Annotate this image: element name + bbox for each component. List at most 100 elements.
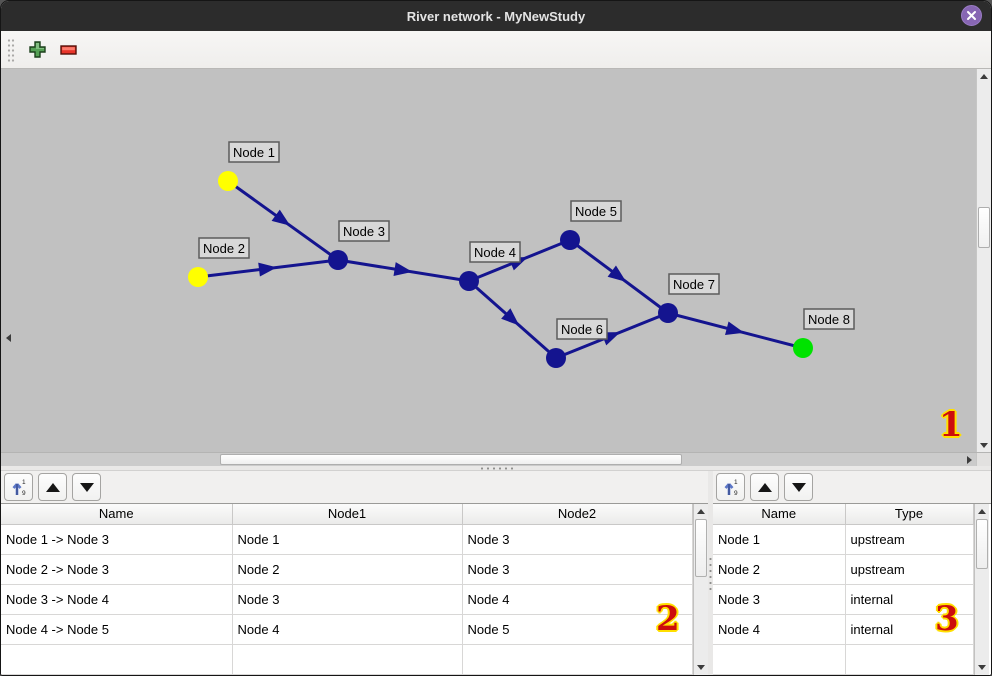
column-header[interactable]: Type bbox=[844, 504, 974, 525]
node-label[interactable]: Node 5 bbox=[570, 200, 622, 222]
move-node-down-button[interactable] bbox=[784, 473, 813, 501]
scroll-up-button[interactable] bbox=[694, 504, 708, 518]
horizontal-scroll-thumb[interactable] bbox=[220, 454, 682, 465]
canvas-horizontal-scrollbar[interactable] bbox=[1, 334, 991, 466]
table-cell[interactable]: Node 3 bbox=[461, 553, 693, 585]
close-button[interactable] bbox=[961, 5, 982, 26]
network-node[interactable] bbox=[218, 171, 238, 191]
node-label-box bbox=[803, 308, 855, 330]
close-icon bbox=[967, 11, 976, 20]
table-cell[interactable]: internal bbox=[844, 613, 974, 645]
horizontal-splitter[interactable] bbox=[1, 466, 991, 471]
node-label[interactable]: Node 2 bbox=[198, 237, 250, 259]
scroll-right-button[interactable] bbox=[962, 453, 976, 466]
column-header[interactable]: Name bbox=[713, 504, 846, 525]
network-node[interactable] bbox=[328, 250, 348, 270]
table-cell[interactable]: internal bbox=[844, 583, 974, 615]
network-node[interactable] bbox=[188, 267, 208, 287]
scroll-down-button[interactable] bbox=[975, 661, 989, 675]
node-label[interactable]: Node 1 bbox=[228, 141, 280, 163]
table-cell[interactable]: Node 2 -> Node 3 bbox=[1, 553, 233, 585]
table-cell[interactable]: Node 3 bbox=[713, 583, 846, 615]
scroll-thumb[interactable] bbox=[695, 519, 707, 577]
canvas-vertical-scrollbar[interactable] bbox=[976, 69, 991, 452]
down-arrow-icon bbox=[79, 482, 94, 492]
nodes-toolbar: 1 9 bbox=[713, 471, 991, 503]
column-header[interactable]: Node1 bbox=[231, 504, 463, 525]
table-cell[interactable]: Node 3 bbox=[231, 583, 463, 615]
up-arrow-icon bbox=[978, 508, 986, 514]
scroll-up-button[interactable] bbox=[977, 69, 991, 83]
network-node[interactable] bbox=[793, 338, 813, 358]
node-label[interactable]: Node 4 bbox=[469, 241, 521, 263]
network-node[interactable] bbox=[560, 230, 580, 250]
table-cell[interactable]: Node 4 -> Node 5 bbox=[1, 613, 233, 645]
table-cell[interactable]: Node 2 bbox=[231, 553, 463, 585]
node-label[interactable]: Node 7 bbox=[668, 273, 720, 295]
nodes-table-scrollbar[interactable] bbox=[974, 504, 989, 675]
edge-arrow-icon bbox=[501, 308, 520, 326]
titlebar[interactable]: River network - MyNewStudy bbox=[1, 1, 991, 31]
scroll-up-button[interactable] bbox=[975, 504, 989, 518]
move-node-up-button[interactable] bbox=[750, 473, 779, 501]
add-node-button[interactable] bbox=[25, 38, 49, 62]
node-label-box bbox=[228, 141, 280, 163]
table-cell[interactable]: Node 2 bbox=[713, 553, 846, 585]
table-cell[interactable]: Node 1 bbox=[713, 523, 846, 555]
column-header[interactable]: Name bbox=[1, 504, 233, 525]
table-cell bbox=[713, 643, 846, 675]
table-cell[interactable]: Node 1 bbox=[231, 523, 463, 555]
scroll-left-button[interactable] bbox=[1, 1, 15, 675]
table-cell[interactable]: Node 4 bbox=[461, 583, 693, 615]
column-header[interactable]: Node2 bbox=[461, 504, 693, 525]
links-table-scrollbar[interactable] bbox=[693, 504, 708, 675]
remove-node-button[interactable] bbox=[57, 38, 81, 62]
node-label[interactable]: Node 8 bbox=[803, 308, 855, 330]
table-cell[interactable]: Node 4 bbox=[231, 613, 463, 645]
river-network-diagram: Node 1 Node 2 Node 3 Node 4 Node 5 Node 6 Node… bbox=[188, 141, 855, 368]
sort-nodes-button[interactable]: 1 9 bbox=[716, 473, 745, 501]
network-node[interactable] bbox=[459, 271, 479, 291]
vertical-scroll-thumb[interactable] bbox=[978, 207, 990, 248]
toolbar-grip[interactable] bbox=[7, 37, 15, 62]
edge-arrow-icon bbox=[607, 265, 627, 282]
svg-text:9: 9 bbox=[22, 490, 26, 496]
move-link-down-button[interactable] bbox=[72, 473, 101, 501]
vertical-splitter[interactable] bbox=[708, 471, 713, 675]
move-link-up-button[interactable] bbox=[38, 473, 67, 501]
scroll-thumb[interactable] bbox=[976, 519, 988, 569]
scroll-down-button[interactable] bbox=[694, 661, 708, 675]
window-title: River network - MyNewStudy bbox=[406, 8, 586, 24]
up-arrow-icon bbox=[980, 73, 988, 79]
table-cell[interactable]: upstream bbox=[844, 553, 974, 585]
scroll-down-button[interactable] bbox=[977, 438, 991, 452]
table-cell[interactable]: upstream bbox=[844, 523, 974, 555]
horizontal-scroll-track[interactable] bbox=[1, 453, 962, 466]
splitter-handle-icon bbox=[709, 555, 712, 590]
plus-icon bbox=[28, 41, 46, 58]
node-label[interactable]: Node 6 bbox=[556, 318, 608, 340]
table-cell[interactable]: Node 1 -> Node 3 bbox=[1, 523, 233, 555]
node-label[interactable]: Node 3 bbox=[338, 220, 390, 242]
network-node[interactable] bbox=[546, 348, 566, 368]
network-node[interactable] bbox=[658, 303, 678, 323]
sort-links-button[interactable]: 1 9 bbox=[4, 473, 33, 501]
table-cell[interactable]: Node 4 bbox=[713, 613, 846, 645]
node-label-box bbox=[469, 241, 521, 263]
table-cell[interactable]: Node 3 -> Node 4 bbox=[1, 583, 233, 615]
table-cell[interactable]: Node 5 bbox=[461, 613, 693, 645]
table-cell[interactable]: Node 3 bbox=[461, 523, 693, 555]
node-label-text: Node 7 bbox=[673, 277, 715, 292]
table-cell bbox=[1, 643, 233, 675]
network-canvas[interactable]: Node 1 Node 2 Node 3 Node 4 Node 5 Node 6 Node… bbox=[1, 69, 976, 452]
down-arrow-icon bbox=[697, 665, 705, 670]
